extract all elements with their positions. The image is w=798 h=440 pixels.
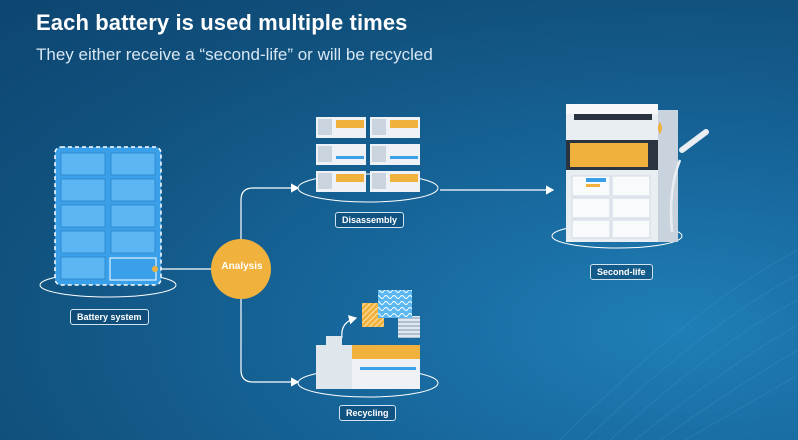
disassembly-modules	[297, 117, 439, 203]
recycled-materials-icon	[362, 290, 420, 338]
battery-connector-dot	[152, 266, 158, 272]
analysis-to-disassembly-arrow	[240, 183, 300, 248]
second-life-label: Second-life	[590, 264, 653, 280]
analysis-label: Analysis	[221, 261, 263, 272]
recycling-label: Recycling	[339, 405, 396, 421]
page-title: Each battery is used multiple times	[36, 10, 408, 35]
analysis-to-recycling-arrow	[240, 290, 300, 387]
battery-system-label: Battery system	[70, 309, 149, 325]
page-subtitle: They either receive a “second-life” or w…	[36, 45, 433, 64]
disassembly-label: Disassembly	[335, 212, 405, 228]
recycling-materials-arrow	[341, 315, 358, 339]
charging-cable	[669, 159, 682, 233]
background-curves	[559, 249, 798, 440]
charging-indicator-icon	[658, 122, 662, 134]
charging-plug-icon	[679, 129, 709, 153]
connector-lines	[158, 183, 555, 387]
second-life-storage	[551, 104, 709, 249]
battery-pack	[39, 146, 177, 298]
recycling-unit	[297, 336, 439, 398]
analysis-node	[211, 239, 271, 299]
